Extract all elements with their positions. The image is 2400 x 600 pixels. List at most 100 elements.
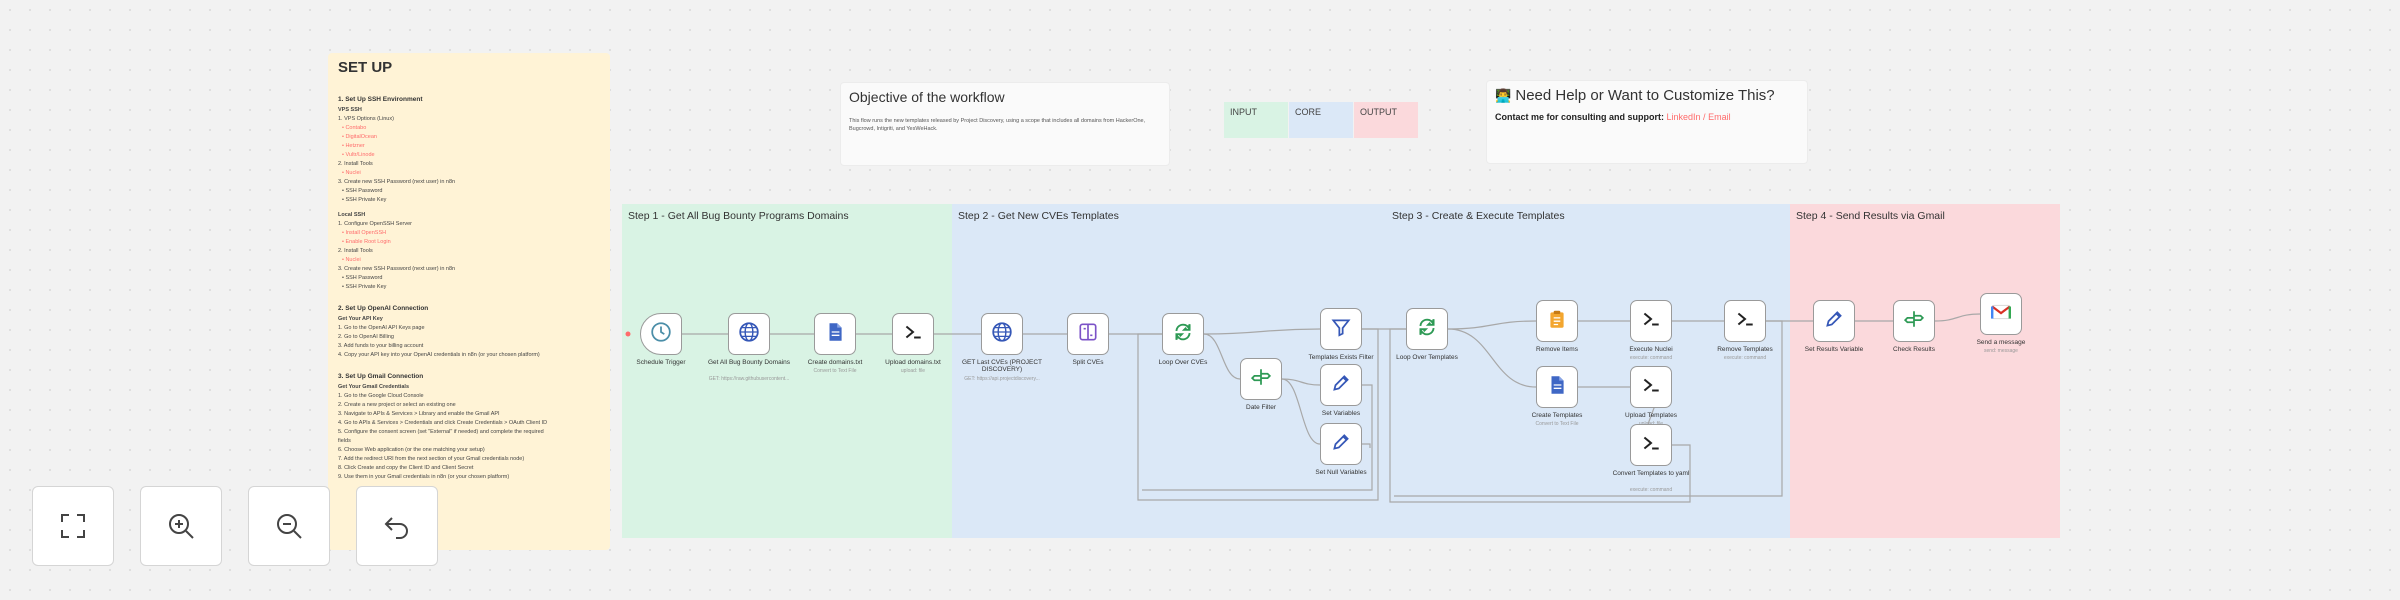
- workflow-node[interactable]: [892, 313, 934, 355]
- setup-line: 1. Go to the OpenAI API Keys page: [338, 325, 425, 331]
- setup-link[interactable]: • Vultr/Linode: [342, 152, 375, 158]
- setup-line: 1. Configure OpenSSH Server: [338, 221, 412, 227]
- setup-link[interactable]: • Enable Root Login: [342, 239, 391, 245]
- help-title: Need Help or Want to Customize This?: [1515, 87, 1775, 104]
- funnel-icon: [1330, 316, 1352, 343]
- workflow-node[interactable]: [1893, 300, 1935, 342]
- terminal-icon: [1640, 374, 1662, 401]
- workflow-node[interactable]: [1980, 293, 2022, 335]
- setup-line: • SSH Private Key: [342, 284, 387, 290]
- setup-line: 8. Click Create and copy the Client ID a…: [338, 465, 474, 471]
- setup-line: 3. Create new SSH Password (next user) i…: [338, 266, 456, 272]
- step-1-group[interactable]: Step 1 - Get All Bug Bounty Programs Dom…: [622, 204, 952, 538]
- help-contact: Contact me for consulting and support:: [1495, 112, 1664, 122]
- zoom-in-button[interactable]: [140, 486, 222, 566]
- terminal-icon: [902, 321, 924, 348]
- workflow-node[interactable]: [1724, 300, 1766, 342]
- node-subtitle: upload: file: [900, 368, 926, 374]
- setup-line: 2. Install Tools: [338, 161, 373, 167]
- node-label: Execute Nuclei: [1629, 346, 1673, 353]
- workflow-node[interactable]: [1630, 424, 1672, 466]
- loop-back-line: [1394, 320, 1783, 497]
- setup-line: • SSH Password: [342, 188, 383, 194]
- step-1-title: Step 1 - Get All Bug Bounty Programs Dom…: [628, 210, 849, 222]
- setup-link[interactable]: • Install OpenSSH: [342, 230, 387, 236]
- setup-line: Local SSH: [338, 212, 366, 218]
- workflow-node[interactable]: [1320, 423, 1362, 465]
- help-icon: 👨‍💻: [1495, 88, 1512, 103]
- loop-icon: [1172, 321, 1194, 348]
- node-label: Templates Exists Filter: [1308, 354, 1374, 361]
- pencil-icon: [1823, 308, 1845, 335]
- workflow-node[interactable]: [1067, 313, 1109, 355]
- zoom-in-icon: [169, 514, 194, 539]
- workflow-node[interactable]: [1630, 300, 1672, 342]
- loop-back-line: [1142, 384, 1373, 491]
- undo-button[interactable]: [356, 486, 438, 566]
- node-label: Upload domains.txt: [885, 359, 941, 366]
- loop-icon: [1416, 316, 1438, 343]
- workflow-node[interactable]: [640, 313, 682, 355]
- zoom-out-button[interactable]: [248, 486, 330, 566]
- node-label: Create Templates: [1531, 412, 1583, 419]
- node-label: Loop Over CVEs: [1158, 359, 1208, 366]
- workflow-node[interactable]: [981, 313, 1023, 355]
- setup-line: Get Your Gmail Credentials: [338, 384, 410, 390]
- workflow-node[interactable]: [1320, 364, 1362, 406]
- setup-line: 3. Add funds to your billing account: [338, 343, 424, 349]
- connection-line: [1281, 378, 1321, 386]
- setup-title: SET UP: [338, 59, 393, 76]
- objective-title: Objective of the workflow: [849, 89, 1005, 105]
- legend-core: CORE: [1289, 102, 1353, 138]
- step-4-title: Step 4 - Send Results via Gmail: [1796, 210, 1945, 222]
- setup-link[interactable]: • Hetzner: [342, 143, 365, 149]
- workflow-node[interactable]: [1536, 366, 1578, 408]
- loop-back-line: [1137, 328, 1379, 501]
- objective-sticky-note[interactable]: Objective of the workflow This flow runs…: [840, 82, 1170, 166]
- node-label: GET Last CVEs (PROJECT DISCOVERY): [961, 359, 1043, 373]
- connection-line: [1203, 328, 1321, 335]
- workflow-node[interactable]: [1536, 300, 1578, 342]
- setup-line: 6. Choose Web application (or the one ma…: [338, 447, 485, 453]
- trigger-dot: [625, 331, 631, 337]
- objective-text: This flow runs the new templates release…: [849, 118, 1146, 132]
- step-3-title: Step 3 - Create & Execute Templates: [1392, 210, 1565, 222]
- workflow-node[interactable]: [1630, 366, 1672, 408]
- setup-link[interactable]: • Nuclei: [342, 170, 361, 176]
- node-subtitle: GET: https://api.projectdiscovery...: [964, 376, 1040, 382]
- node-subtitle: Convert to Text File: [1535, 421, 1579, 427]
- setup-link[interactable]: • DigitalOcean: [342, 134, 377, 140]
- help-sticky-note[interactable]: 👨‍💻 Need Help or Want to Customize This?…: [1486, 80, 1808, 164]
- connection-line: [1281, 378, 1321, 445]
- setup-link[interactable]: • Nuclei: [342, 257, 361, 263]
- setup-line: • SSH Private Key: [342, 197, 387, 203]
- setup-line: 3. Navigate to APIs & Services > Library…: [338, 411, 500, 417]
- email-link[interactable]: Email: [1708, 112, 1731, 122]
- node-subtitle: execute: command: [1723, 355, 1767, 361]
- workflow-node[interactable]: [1320, 308, 1362, 350]
- node-label: Convert Templates to yaml: [1612, 470, 1690, 477]
- setup-line: 5. Configure the consent screen (set "Ex…: [338, 429, 544, 435]
- step-2-group[interactable]: Step 2 - Get New CVEs Templates: [952, 204, 1386, 538]
- clipboard-icon: [1546, 308, 1568, 335]
- node-label: Loop Over Templates: [1396, 354, 1458, 361]
- pencil-icon: [1330, 431, 1352, 458]
- fit-view-button[interactable]: [32, 486, 114, 566]
- node-label: Remove Items: [1536, 346, 1578, 353]
- workflow-node[interactable]: [1162, 313, 1204, 355]
- setup-link[interactable]: • Contabo: [342, 125, 367, 131]
- workflow-node[interactable]: [1813, 300, 1855, 342]
- node-label: Upload Templates: [1625, 412, 1677, 419]
- workflow-node[interactable]: [1240, 358, 1282, 400]
- step-4-group[interactable]: Step 4 - Send Results via Gmail: [1790, 204, 2060, 538]
- link-separator: /: [1700, 112, 1709, 122]
- fit-view-icon: [61, 514, 85, 538]
- workflow-node[interactable]: [814, 313, 856, 355]
- linkedin-link[interactable]: LinkedIn: [1666, 112, 1701, 122]
- step-3-group[interactable]: Step 3 - Create & Execute Templates: [1386, 204, 1790, 538]
- file-icon: [1546, 374, 1568, 401]
- workflow-node[interactable]: [1406, 308, 1448, 350]
- gmail-icon: [1990, 301, 2012, 328]
- workflow-node[interactable]: [728, 313, 770, 355]
